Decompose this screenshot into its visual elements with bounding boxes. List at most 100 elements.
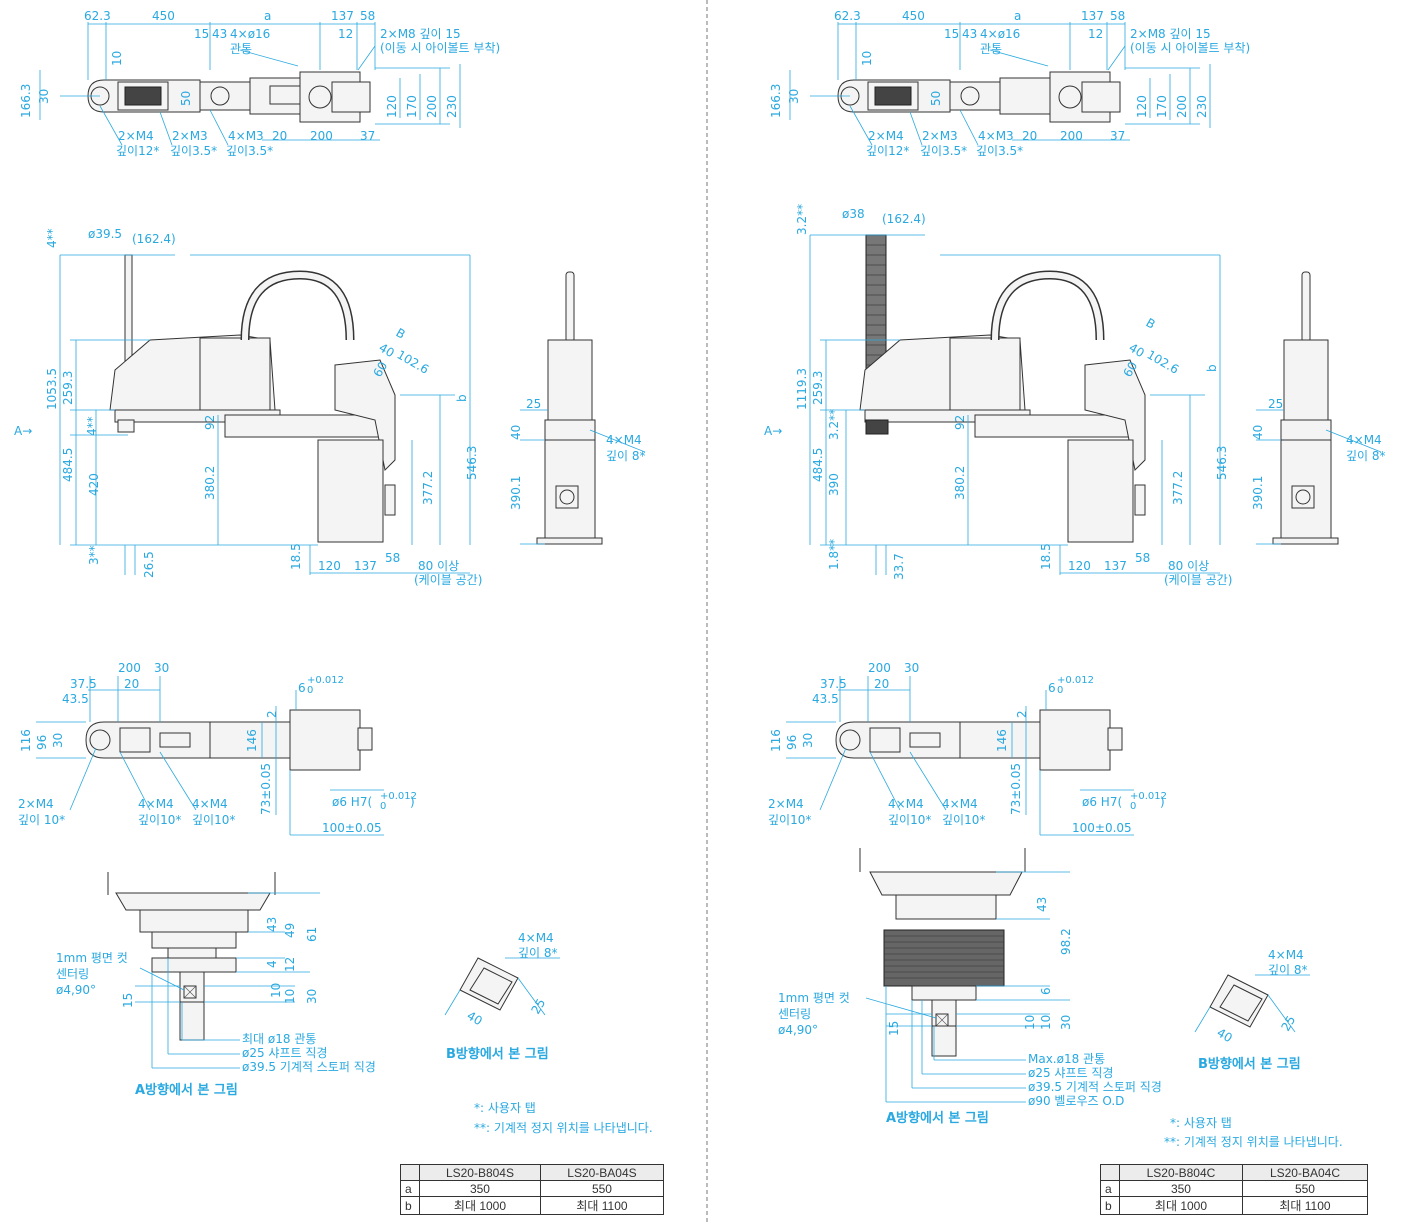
plate-2: 2 [265, 710, 279, 718]
arm-dim-96: 96 [35, 735, 49, 750]
r-va-leader-3: ø39.5 기계적 스토퍼 직경 [1028, 1080, 1162, 1094]
arm-tap-3-a: 4×M4 [192, 797, 228, 811]
r-dim-137: 137 [1081, 9, 1104, 23]
table-row: a 350 550 [1100, 1180, 1369, 1197]
plate-h7-close: ) [410, 795, 415, 809]
r-hole-spec: 4×ø16 [980, 27, 1020, 41]
tap-1-b: 깊이12* [116, 144, 159, 158]
bolt-note-1: 2×M8 깊이 15 [380, 27, 461, 41]
dim-58: 58 [360, 9, 375, 23]
top-view-r: 62.3 450 a 137 58 15 43 4×ø16 관통 12 2×M8… [769, 9, 1250, 158]
plate-6-tol-low: 0 [307, 685, 313, 696]
va-leader-3: ø39.5 기계적 스토퍼 직경 [242, 1060, 376, 1074]
r-dim-200b: 200 [1060, 129, 1083, 143]
r-vb-tap-a: 4×M4 [1268, 948, 1304, 962]
dim-25-front: 25 [526, 397, 541, 411]
r-dim-58: 58 [1110, 9, 1125, 23]
cell-a-2: 550 [539, 1180, 665, 1197]
dim-450: 450 [152, 9, 175, 23]
r-dim-230: 230 [1195, 95, 1209, 118]
r-dim-18-5: 18.5 [1039, 543, 1053, 570]
r-note-mech-stop: **: 기계적 정지 위치를 나타냅니다. [1164, 1135, 1343, 1149]
r-front-tap-a: 4×M4 [1346, 433, 1382, 447]
vb-dim-25: 25 [528, 996, 548, 1016]
r-arm-dim-146: 146 [995, 729, 1009, 752]
arm-dim-116: 116 [19, 729, 33, 752]
cell-b-2: 최대 1100 [1241, 1196, 1369, 1215]
r-tap-3-a: 4×M3 [978, 129, 1014, 143]
dim-200: 200 [425, 95, 439, 118]
dim-380-2: 380.2 [203, 466, 217, 500]
va-caption: A방향에서 본 그림 [135, 1082, 238, 1098]
r-arm-dim-116: 116 [769, 729, 783, 752]
va-dim-61: 61 [305, 927, 319, 942]
spec-col-1: LS20-B804S [419, 1164, 541, 1181]
r-dim-50: 50 [929, 91, 943, 106]
arm-tap-2-b: 깊이10* [138, 813, 181, 827]
r-vb-tap-b: 깊이 8* [1268, 963, 1308, 977]
dim-166-3: 166.3 [19, 84, 33, 118]
table-row: b 최대 1000 최대 1100 [1100, 1196, 1369, 1215]
dim-259-3: 259.3 [61, 371, 75, 405]
r-plate-h7-tol-up: +0.012 [1130, 791, 1167, 802]
r-note-user-tap: *: 사용자 탭 [1170, 1116, 1232, 1130]
arm-dim-30: 30 [154, 661, 169, 675]
dim-stop-bot: 4** [85, 416, 99, 436]
cell-b-1: 최대 1000 [419, 1196, 541, 1215]
r-dim-102-6: 102.6 [1145, 347, 1182, 376]
hole-spec: 4×ø16 [230, 27, 270, 41]
note-mech-stop: **: 기계적 정지 위치를 나타냅니다. [474, 1121, 653, 1135]
right-panel: 62.3 450 a 137 58 15 43 4×ø16 관통 12 2×M8… [764, 9, 1386, 1149]
r-front-tap-b: 깊이 8* [1346, 449, 1386, 463]
dim-40-side: 40 [377, 340, 397, 360]
dim-137: 137 [331, 9, 354, 23]
cell-b-2: 최대 1100 [539, 1196, 665, 1215]
plate-73: 73±0.05 [259, 763, 273, 815]
dim-230: 230 [445, 95, 459, 118]
arm-dim-20: 20 [124, 677, 139, 691]
va-dim-30: 30 [305, 989, 319, 1004]
left-panel: 62.3 450 a 137 58 15 43 4×ø16 관통 12 2×M8… [14, 9, 653, 1135]
r-va-caption: A방향에서 본 그림 [886, 1110, 989, 1126]
notes-r: *: 사용자 탭 **: 기계적 정지 위치를 나타냅니다. [1164, 1116, 1343, 1149]
r-va-dim-98-2: 98.2 [1059, 928, 1073, 955]
r-dim-b: b [1205, 364, 1219, 372]
table-row: a 350 550 [400, 1180, 665, 1197]
r-dim-200: 200 [1175, 95, 1189, 118]
r-dim-377-2: 377.2 [1171, 471, 1185, 505]
spec-corner [400, 1164, 420, 1181]
view-b: 4×M4 깊이 8* 25 40 B방향에서 본 그림 [444, 931, 560, 1062]
front-view-r: 25 40 390.1 4×M4 깊이 8* [1251, 271, 1386, 545]
dim-1053-5: 1053.5 [45, 368, 59, 410]
dim-377-2: 377.2 [421, 471, 435, 505]
plate-h7-tol-up: +0.012 [380, 791, 417, 802]
spec-header-row: LS20-B804C LS20-BA04C [1100, 1164, 1369, 1181]
r-dim-58b: 58 [1135, 551, 1150, 565]
tap-2-a: 2×M3 [172, 129, 208, 143]
dim-390-1: 390.1 [509, 476, 523, 510]
r-arm-tap-3-b: 깊이10* [942, 813, 985, 827]
dim-120: 120 [385, 95, 399, 118]
r-dim-bellows-dia: ø38 [842, 207, 865, 221]
va-leader-2: ø25 샤프트 직경 [242, 1046, 327, 1060]
label-b-direction: B [394, 325, 408, 341]
arm-dim-37-5: 37.5 [70, 677, 97, 691]
tap-2-b: 깊이3.5* [170, 144, 217, 158]
dim-b: b [455, 394, 469, 402]
r-dim-stop-top: 3.2** [795, 204, 809, 235]
va-dim-10a: 10 [269, 983, 283, 998]
r-arm-tap-1-b: 깊이10* [768, 813, 811, 827]
r-plate-h7: ø6 H7( [1082, 795, 1122, 809]
r-dim-30: 30 [787, 89, 801, 104]
dim-15: 15 [194, 27, 209, 41]
dim-484-5: 484.5 [61, 448, 75, 482]
r-dim-stop-low: 1.8** [827, 539, 841, 570]
plate-h7: ø6 H7( [332, 795, 372, 809]
plate-6: 6 [298, 681, 306, 695]
r-dim-1119-3: 1119.3 [795, 368, 809, 410]
va-dim-15: 15 [121, 993, 135, 1008]
spec-table-left: LS20-B804S LS20-BA04S a 350 550 b 최대 100… [400, 1164, 665, 1215]
r-va-dim-6: 6 [1039, 987, 1053, 995]
arrow-a: A→ [14, 424, 32, 438]
r-arm-tap-2-b: 깊이10* [888, 813, 931, 827]
